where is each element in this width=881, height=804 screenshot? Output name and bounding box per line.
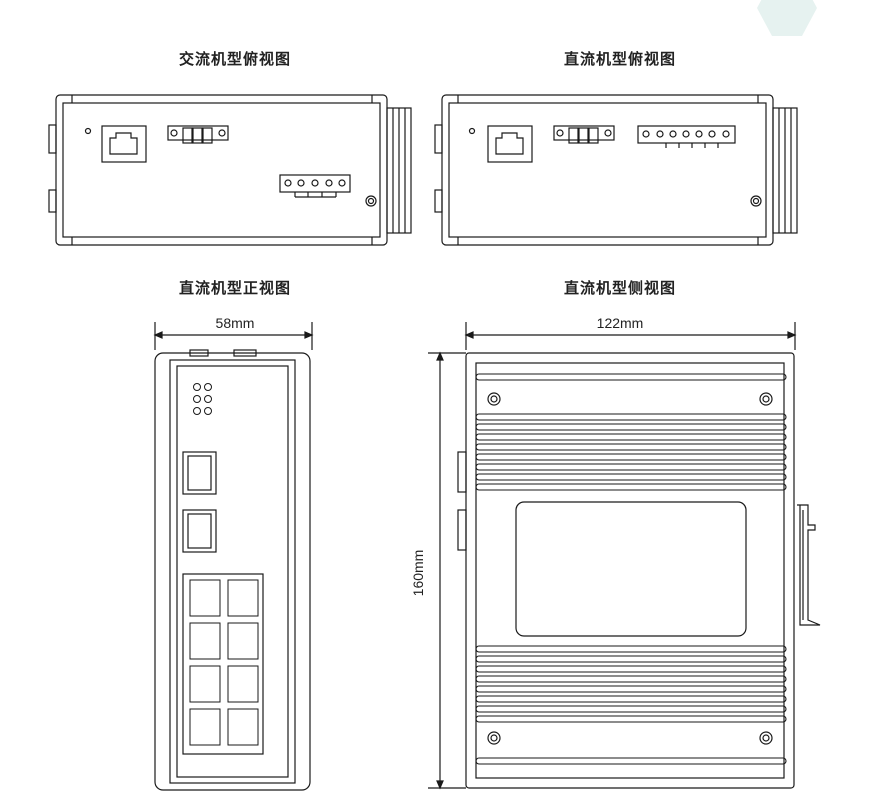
ac-top-view-drawing bbox=[48, 94, 412, 246]
dc-top-view-drawing bbox=[434, 94, 798, 246]
title-dc-side-view: 直流机型侧视图 bbox=[563, 279, 676, 297]
title-ac-top-view: 交流机型俯视图 bbox=[178, 50, 291, 68]
title-dc-front-view: 直流机型正视图 bbox=[178, 279, 291, 297]
dimension-width-label: 58mm bbox=[215, 315, 255, 331]
dimension-depth-label: 122mm bbox=[596, 315, 644, 331]
title-dc-top-view: 直流机型俯视图 bbox=[563, 50, 676, 68]
dc-side-view-drawing bbox=[428, 322, 821, 790]
dc-front-view-drawing bbox=[153, 322, 314, 791]
